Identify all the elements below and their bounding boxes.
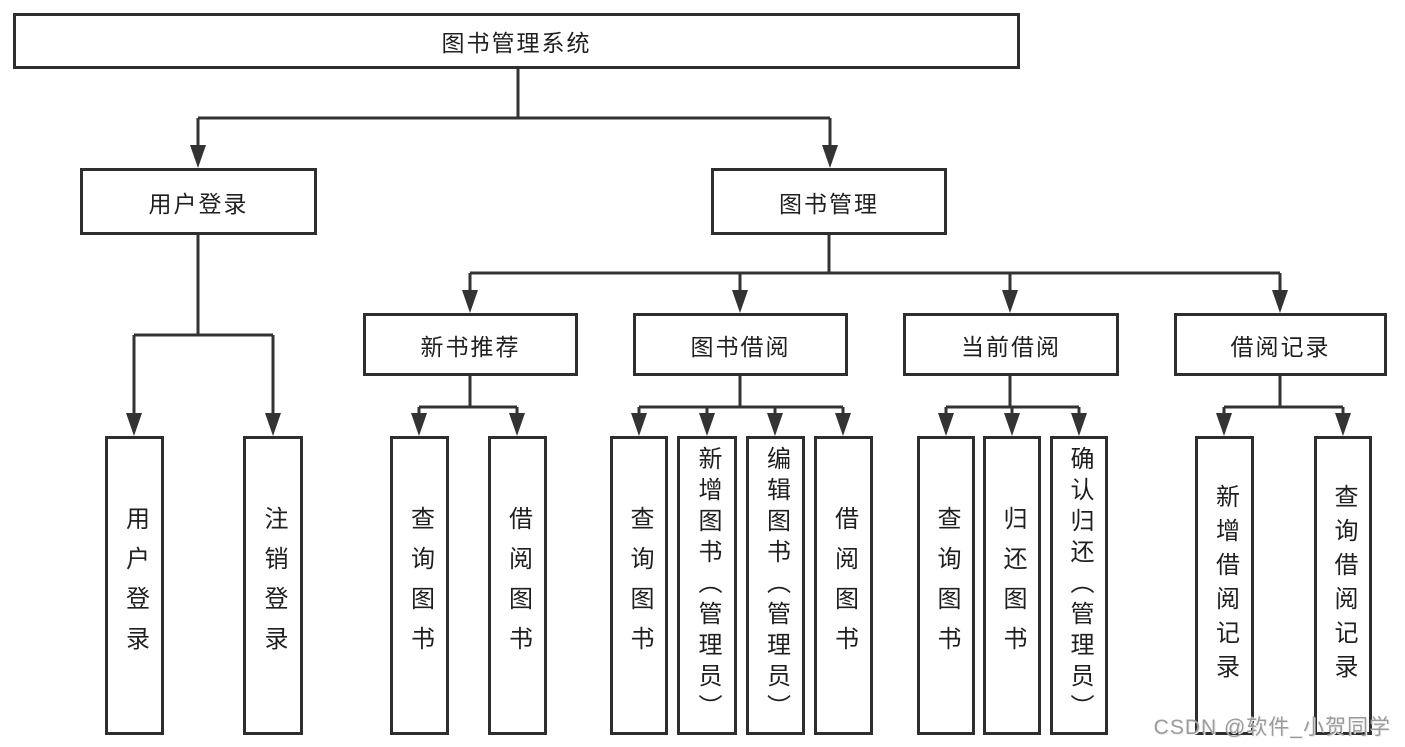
leaf-newbooks-query-books-label: 查询图书 — [406, 505, 434, 666]
wire-user-login-to-leaves — [126, 235, 281, 436]
leaf-logout: 注销登录 — [243, 436, 303, 735]
node-current-borrowing: 当前借阅 — [903, 313, 1119, 376]
node-root-label: 图书管理系统 — [441, 30, 592, 56]
node-new-books-label: 新书推荐 — [420, 333, 521, 360]
leaf-borrowing-borrow-books: 借阅图书 — [814, 436, 873, 735]
leaf-borrowing-query-books: 查询图书 — [610, 436, 668, 735]
leaf-newbooks-borrow-books: 借阅图书 — [488, 436, 547, 735]
leaf-records-query-record: 查询借阅记录 — [1314, 436, 1372, 735]
leaf-borrowing-add-books-admin: 新增图书（管理员） — [677, 436, 737, 735]
node-user-login: 用户登录 — [80, 168, 317, 235]
node-new-books: 新书推荐 — [363, 313, 578, 376]
leaf-user-login-label: 用户登录 — [121, 505, 149, 666]
node-root-system: 图书管理系统 — [13, 13, 1020, 69]
node-current-borrowing-label: 当前借阅 — [961, 333, 1061, 360]
leaf-current-confirm-return-admin: 确认归还（管理员） — [1050, 436, 1108, 735]
leaf-records-add-record: 新增借阅记录 — [1195, 436, 1254, 735]
leaf-current-query-books: 查询图书 — [917, 436, 975, 735]
node-book-borrowing: 图书借阅 — [633, 313, 848, 376]
leaf-records-add-record-label: 新增借阅记录 — [1211, 483, 1239, 688]
leaf-current-return-books: 归还图书 — [983, 436, 1041, 735]
leaf-newbooks-query-books: 查询图书 — [390, 436, 449, 735]
leaf-newbooks-borrow-books-label: 借阅图书 — [504, 505, 532, 666]
node-borrowing-records: 借阅记录 — [1174, 313, 1387, 376]
node-book-management: 图书管理 — [711, 168, 947, 235]
node-borrowing-records-label: 借阅记录 — [1230, 333, 1331, 360]
leaf-borrowing-edit-books-admin-label: 编辑图书（管理员） — [762, 446, 790, 725]
wire-book-management-to-level3 — [462, 235, 1288, 313]
node-book-management-label: 图书管理 — [779, 190, 879, 217]
leaf-borrowing-borrow-books-label: 借阅图书 — [830, 505, 858, 666]
node-book-borrowing-label: 图书借阅 — [690, 333, 791, 360]
wire-book-borrowing-to-leaves — [631, 376, 851, 436]
leaf-borrowing-query-books-label: 查询图书 — [626, 505, 653, 666]
leaf-logout-label: 注销登录 — [260, 505, 287, 666]
leaf-current-query-books-label: 查询图书 — [933, 505, 960, 666]
csdn-watermark: CSDN @软件_小贺同学 — [1153, 716, 1391, 739]
leaf-user-login: 用户登录 — [105, 436, 164, 735]
wire-root-to-level2 — [190, 69, 838, 168]
wire-borrowing-records-to-leaves — [1216, 376, 1351, 436]
node-user-login-label: 用户登录 — [148, 190, 249, 217]
wire-new-books-to-leaves — [411, 376, 525, 436]
leaf-current-return-books-label: 归还图书 — [999, 505, 1026, 666]
wire-current-borrowing-to-leaves — [938, 376, 1087, 436]
leaf-borrowing-add-books-admin-label: 新增图书（管理员） — [694, 446, 721, 725]
leaf-current-confirm-return-admin-label: 确认归还（管理员） — [1066, 446, 1093, 725]
leaf-records-query-record-label: 查询借阅记录 — [1330, 483, 1357, 688]
leaf-borrowing-edit-books-admin: 编辑图书（管理员） — [746, 436, 805, 735]
